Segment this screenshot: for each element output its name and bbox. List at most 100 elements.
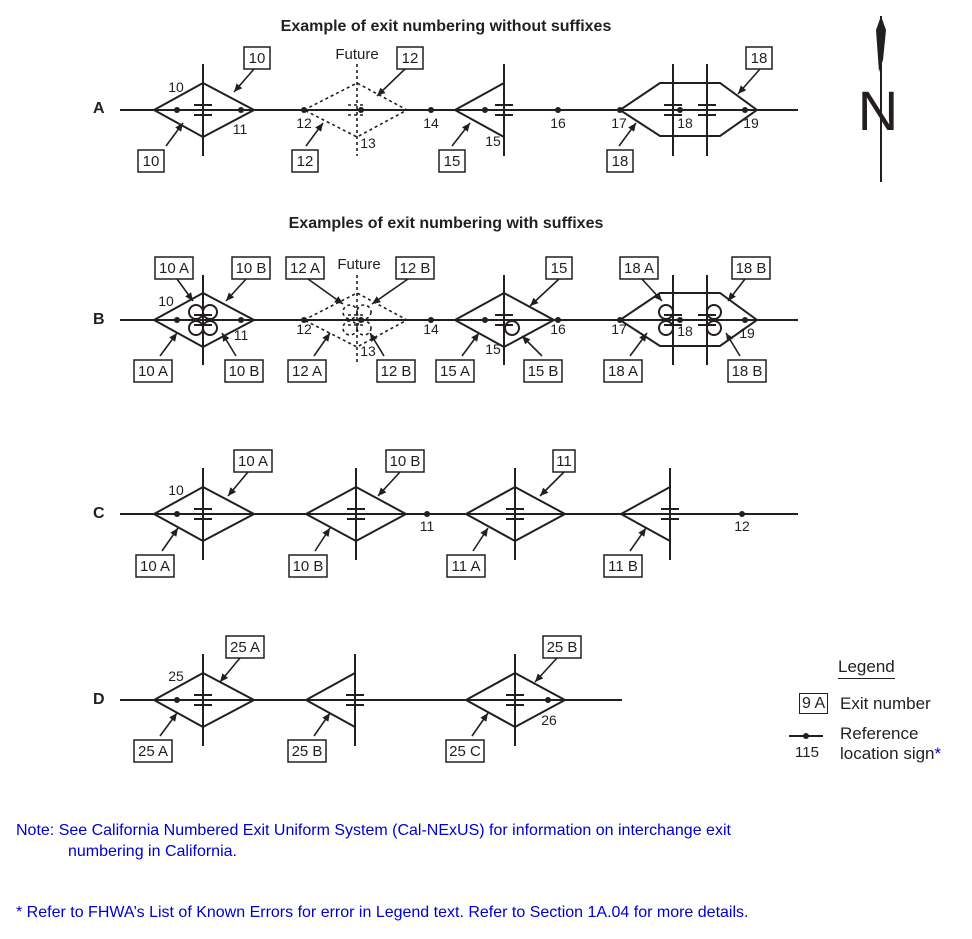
- reference-location-number: 10: [158, 293, 174, 309]
- reference-location-number: 12: [734, 518, 750, 534]
- exit-number-box: 10 B: [224, 359, 264, 383]
- reference-location-number: 15: [485, 341, 501, 357]
- reference-location-number: 14: [423, 321, 439, 337]
- reference-location-number: 18: [677, 115, 693, 131]
- exit-number-label: 10 B: [293, 558, 324, 575]
- reference-location-dot: [174, 697, 180, 703]
- reference-location-number: 26: [541, 712, 557, 728]
- reference-location-dot: [739, 511, 745, 517]
- reference-location-number: 14: [423, 115, 439, 131]
- row-label-d: D: [93, 691, 105, 708]
- exit-number-label: 10 B: [236, 260, 267, 277]
- exit-pointer-arrow: [618, 122, 637, 147]
- reference-location-number: 16: [550, 115, 566, 131]
- exit-pointer-arrow: [307, 278, 344, 305]
- reference-location-number: 11: [233, 121, 248, 137]
- heading-without-suffixes: Example of exit numbering without suffix…: [280, 18, 612, 35]
- exit-number-box: 15 A: [435, 359, 475, 383]
- exit-pointer-arrow: [219, 657, 241, 683]
- interchange-a1: [151, 64, 257, 156]
- legend-star-icon: *: [934, 744, 942, 763]
- north-label: N: [858, 79, 898, 142]
- exit-number-box: 18 B: [727, 359, 767, 383]
- interchange-b2-future: [302, 275, 409, 365]
- row-label-b: B: [93, 311, 105, 328]
- exit-number-label: 10 A: [140, 558, 170, 575]
- exit-pointer-arrow: [521, 335, 543, 357]
- exit-number-box: 10 A: [154, 256, 194, 280]
- reference-location-dot: [358, 317, 364, 323]
- interchange-a4: [618, 64, 759, 156]
- reference-location-number: 11: [420, 518, 435, 534]
- exit-number-label: 12 A: [290, 260, 320, 277]
- reference-location-dot: [617, 107, 623, 113]
- interchange-b3: [452, 275, 557, 365]
- interchange-b4: [618, 275, 759, 365]
- reference-location-number: 10: [168, 79, 184, 95]
- note: Note: See California Numbered Exit Unifo…: [16, 820, 731, 862]
- row-label-a: A: [93, 100, 105, 117]
- exit-pointer-arrow: [629, 332, 648, 357]
- exit-number-box: 12 A: [285, 256, 325, 280]
- future-label: Future: [335, 46, 378, 63]
- reference-location-number: 25: [168, 668, 184, 684]
- exit-number-box: 12: [396, 46, 424, 70]
- reference-location-dot: [482, 317, 488, 323]
- exit-pointer-arrow: [314, 527, 331, 552]
- reference-location-dot: [301, 317, 307, 323]
- exit-number-box: 15: [545, 256, 573, 280]
- reference-location-dot: [742, 317, 748, 323]
- reference-location-number: 12: [296, 321, 312, 337]
- reference-location-dot: [174, 107, 180, 113]
- exit-number-label: 18 A: [608, 363, 638, 380]
- legend-title: Legend: [838, 657, 895, 679]
- exit-number-box: 25 B: [287, 739, 327, 763]
- reference-location-dot: [301, 107, 307, 113]
- row-label-c: C: [93, 505, 105, 522]
- exit-number-label: 18: [751, 50, 768, 67]
- reference-location-dot: [545, 697, 551, 703]
- exit-number-label: 25 C: [449, 743, 481, 760]
- exit-number-box: 12: [291, 149, 319, 173]
- reference-location-number: 12: [296, 115, 312, 131]
- exit-number-label: 12 B: [381, 363, 412, 380]
- exit-pointer-arrow: [727, 278, 746, 302]
- exit-number-label: 15 B: [528, 363, 559, 380]
- reference-location-number: 19: [739, 325, 755, 341]
- exit-pointer-arrow: [371, 278, 409, 305]
- exit-pointer-arrow: [534, 657, 558, 683]
- exit-pointer-arrow: [376, 68, 406, 97]
- legend-exit-number-label: Exit number: [840, 694, 931, 713]
- exit-pointer-arrow: [725, 332, 741, 357]
- exit-number-box: 10 B: [385, 449, 425, 473]
- interchange-c3: [463, 468, 568, 560]
- exit-number-label: 25 B: [292, 743, 323, 760]
- exit-number-box: 12 A: [287, 359, 327, 383]
- reference-location-number: 18: [677, 323, 693, 339]
- exit-number-label: 11: [556, 453, 572, 470]
- reference-location-dot: [428, 107, 434, 113]
- exit-pointer-arrow: [529, 278, 560, 307]
- reference-location-dot: [742, 107, 748, 113]
- exit-number-box: 10 A: [233, 449, 273, 473]
- reference-location-dot: [617, 317, 623, 323]
- footnote: * Refer to FHWA’s List of Known Errors f…: [16, 904, 748, 922]
- exit-number-label: 12 A: [292, 363, 322, 380]
- exit-number-box: 10: [243, 46, 271, 70]
- exit-pointer-arrow: [227, 471, 249, 497]
- exit-number-label: 25 A: [230, 639, 260, 656]
- exit-number-box: 10: [137, 149, 165, 173]
- reference-location-dot: [677, 107, 683, 113]
- reference-location-dot: [424, 511, 430, 517]
- exit-number-label: 10 B: [229, 363, 260, 380]
- interchange-c2: [303, 468, 409, 560]
- exit-number-box: 15 B: [523, 359, 563, 383]
- exit-pointer-arrow: [225, 278, 247, 302]
- footnote-star-icon: *: [16, 904, 23, 921]
- exit-pointer-arrow: [641, 278, 663, 302]
- exit-pointer-arrow: [159, 712, 178, 737]
- exit-pointer-arrow: [461, 332, 480, 357]
- reference-location-number: 17: [611, 115, 627, 131]
- reference-location-dot: [555, 317, 561, 323]
- exit-pointer-arrow: [539, 471, 565, 497]
